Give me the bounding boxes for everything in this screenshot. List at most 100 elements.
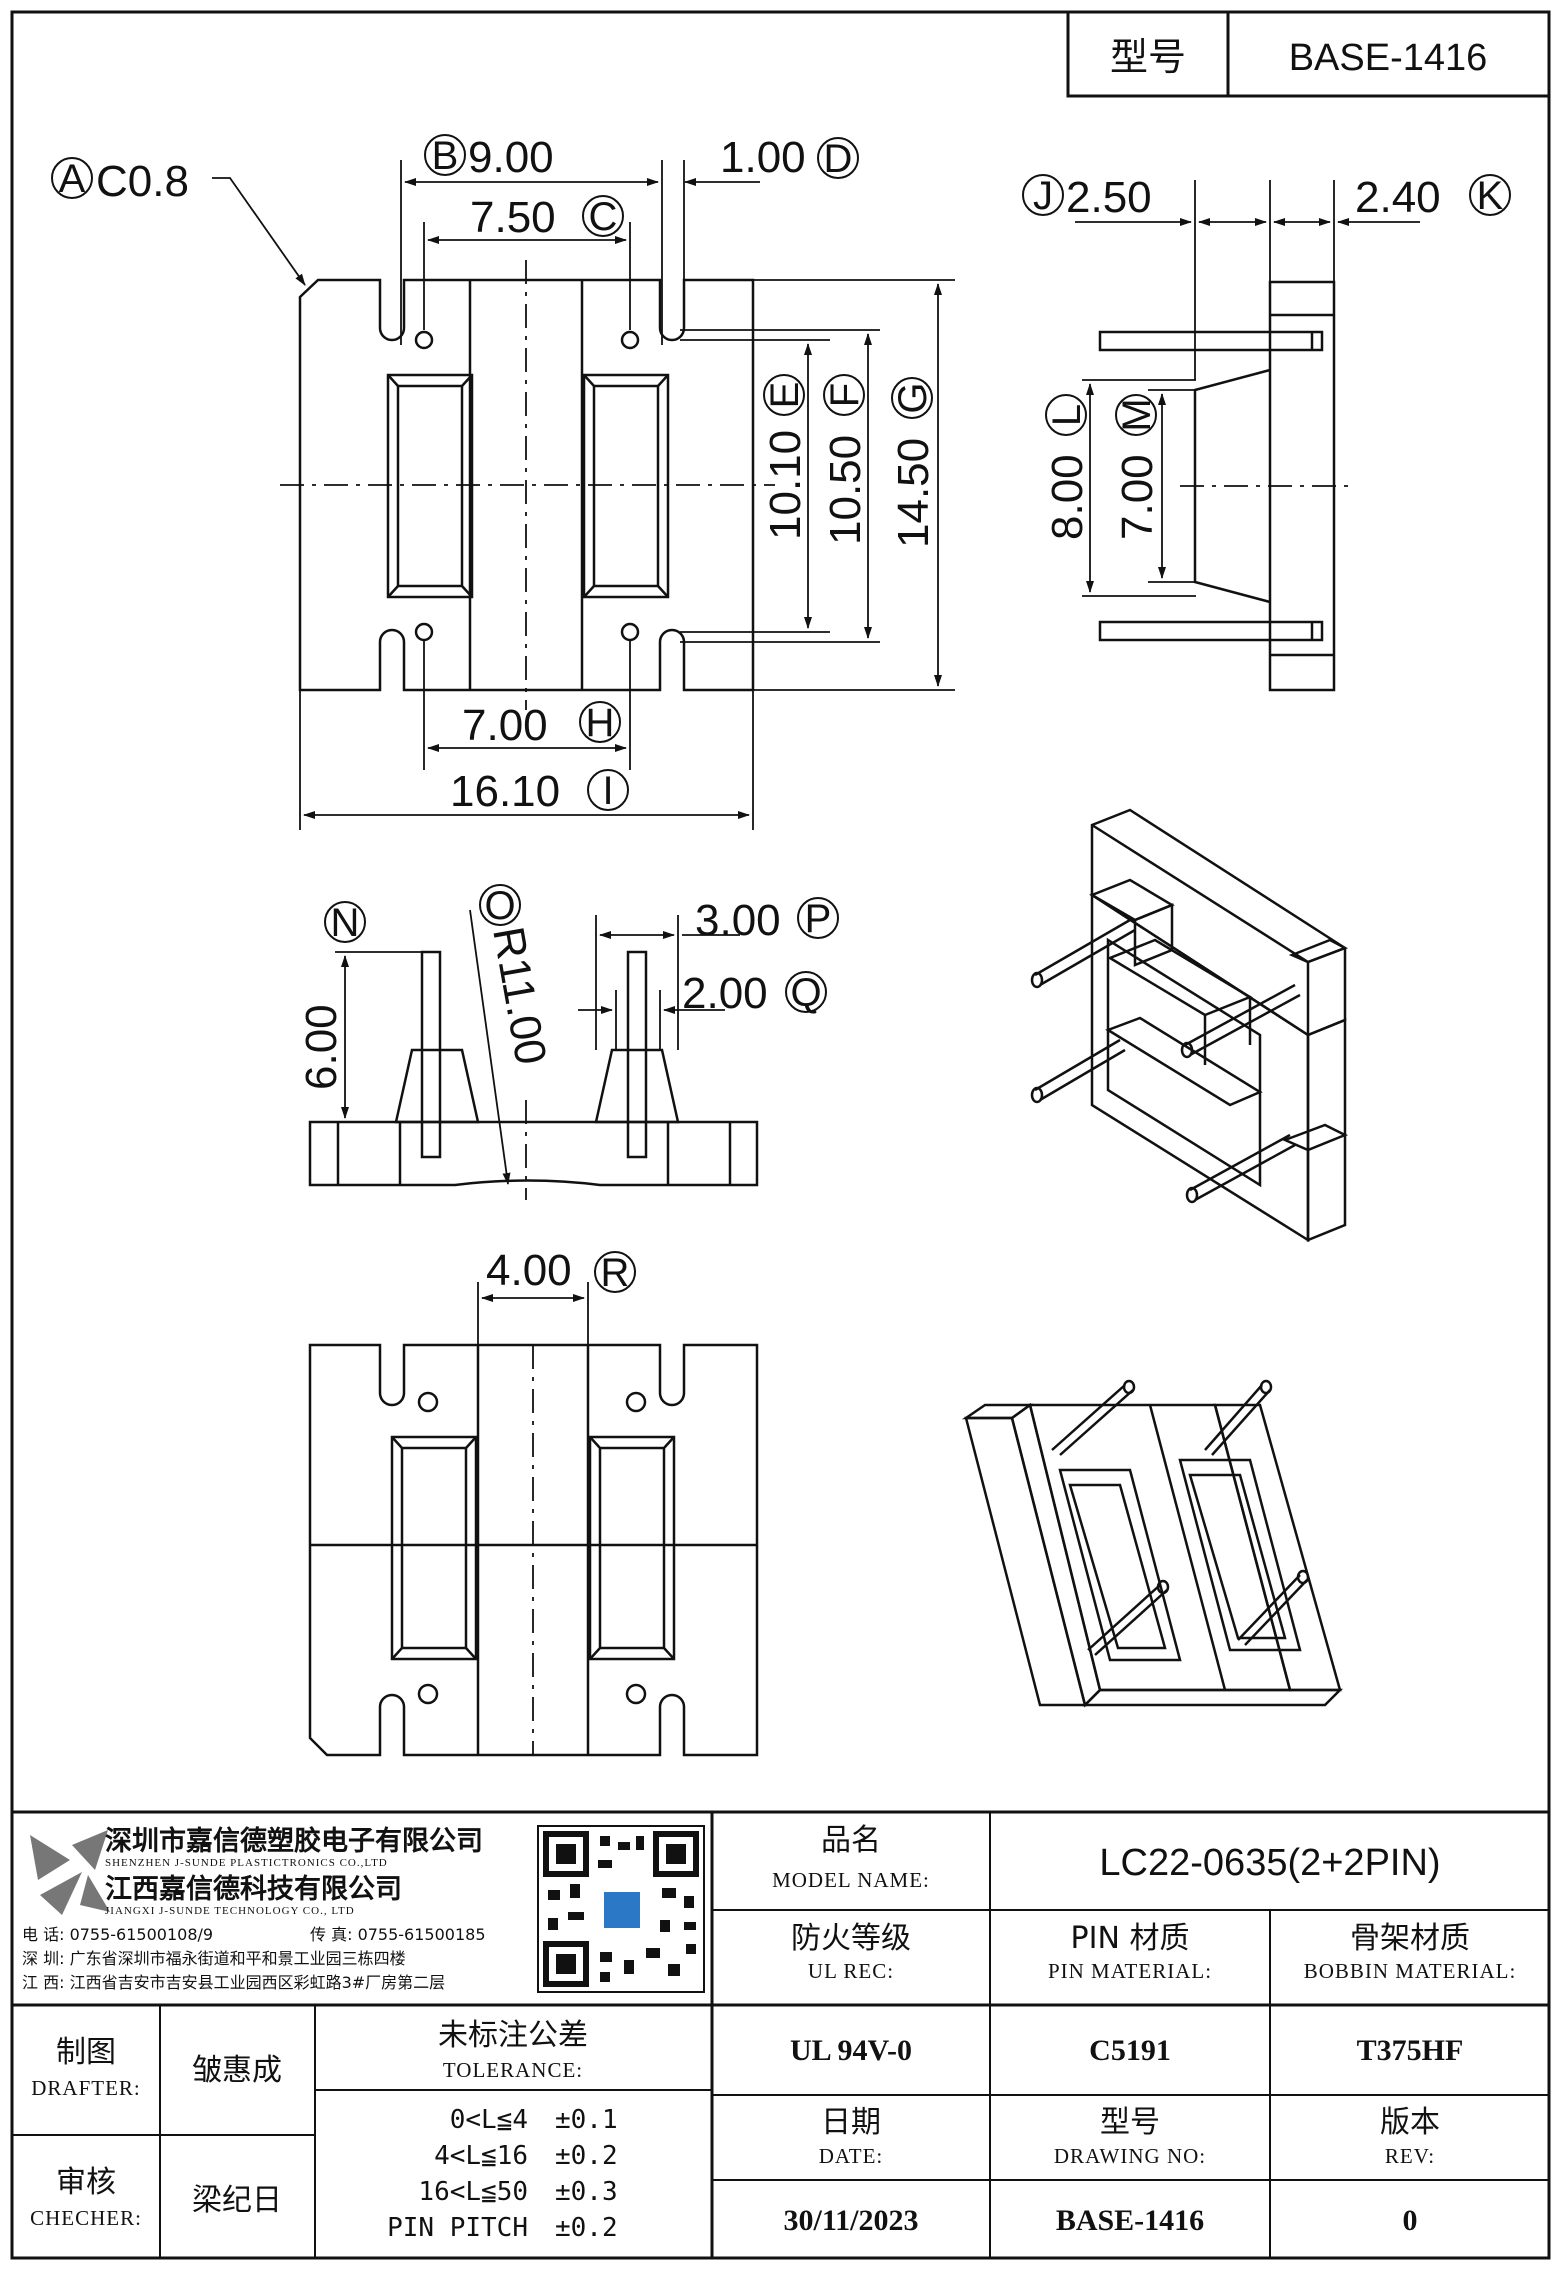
svg-text:7.50: 7.50 xyxy=(470,193,556,242)
company-name-sz: 深圳市嘉信德塑胶电子有限公司 xyxy=(105,1825,483,1857)
ul-label: 防火等级 xyxy=(791,1921,911,1956)
tolerance-range: 0<L≦4 xyxy=(450,2105,528,2135)
svg-text:C0.8: C0.8 xyxy=(96,157,189,206)
company-phone: 电 话: 0755-61500108/9 xyxy=(22,1925,213,1944)
model-name-value: LC22-0635(2+2PIN) xyxy=(1099,1842,1440,1884)
company-name-jx-en: JIANGXI J-SUNDE TECHNOLOGY CO., LTD xyxy=(105,1905,355,1917)
dim-c: 7.50 C xyxy=(470,193,624,242)
date-label: 日期 xyxy=(821,2105,881,2140)
svg-text:2.00: 2.00 xyxy=(682,969,768,1018)
svg-text:C: C xyxy=(589,195,618,239)
side-view-dimension-lines xyxy=(1075,180,1420,597)
svg-text:M: M xyxy=(1115,398,1159,431)
dim-e: 10.10 E xyxy=(761,374,810,540)
isometric-view-upper-pins xyxy=(1030,918,1301,1204)
ul-value: UL 94V-0 xyxy=(790,2034,912,2067)
svg-text:D: D xyxy=(824,137,853,181)
dim-p: 3.00 P xyxy=(695,896,839,945)
dim-g: 14.50 G xyxy=(889,377,938,548)
tolerance-label: 未标注公差 xyxy=(438,2018,588,2053)
tolerance-value: ±0.1 xyxy=(555,2105,618,2135)
svg-text:L: L xyxy=(1045,404,1089,426)
dim-b: B 9.00 xyxy=(424,133,554,182)
drafter-label: 制图 xyxy=(56,2035,116,2070)
pin-material-label-en: PIN MATERIAL: xyxy=(1048,1959,1212,1983)
svg-text:N: N xyxy=(331,901,360,945)
svg-text:2.50: 2.50 xyxy=(1066,173,1152,222)
company-fax: 传 真: 0755-61500185 xyxy=(310,1925,486,1944)
bottom-view-dimension-lines xyxy=(477,1282,589,1345)
tolerance-range: PIN PITCH xyxy=(387,2213,528,2243)
ul-label-en: UL REC: xyxy=(808,1959,894,1983)
svg-text:16.10: 16.10 xyxy=(450,767,560,816)
svg-text:H: H xyxy=(586,701,615,745)
drawing-no-value: BASE-1416 xyxy=(1056,2204,1204,2237)
svg-text:K: K xyxy=(1477,174,1504,218)
tolerance-value: ±0.2 xyxy=(555,2213,618,2243)
title-block xyxy=(10,1810,1551,2260)
svg-text:2.40: 2.40 xyxy=(1355,173,1441,222)
dimension-labels: A C0.8 B 9.00 7.50 C 1.00 D 10.10 E 10.5… xyxy=(51,133,1511,1295)
company-address-jx: 江 西: 江西省吉安市吉安县工业园西区彩虹路3#厂房第二层 xyxy=(22,1973,445,1992)
bobbin-material-label: 骨架材质 xyxy=(1350,1921,1470,1956)
tolerance-range: 16<L≦50 xyxy=(418,2177,528,2207)
checker-value: 梁纪日 xyxy=(192,2183,282,2218)
company-address-sz: 深 圳: 广东省深圳市福永街道和平和景工业园三栋四楼 xyxy=(22,1949,406,1968)
svg-text:Q: Q xyxy=(790,971,821,1015)
dim-o: O R11.00 xyxy=(479,884,555,1068)
model-name-label: 品名 xyxy=(821,1823,881,1858)
isometric-view-lower xyxy=(961,1402,1344,1708)
rev-label-en: REV: xyxy=(1385,2144,1435,2168)
bottom-view xyxy=(308,1343,759,1757)
drawing-no-label-en: DRAWING NO: xyxy=(1054,2144,1206,2168)
svg-text:I: I xyxy=(602,769,613,813)
rev-label: 版本 xyxy=(1380,2105,1440,2140)
svg-text:R: R xyxy=(601,1251,630,1295)
company-name-jx: 江西嘉信德科技有限公司 xyxy=(105,1874,402,1905)
dim-k: 2.40 K xyxy=(1355,173,1511,222)
svg-text:G: G xyxy=(891,382,935,413)
svg-text:10.50: 10.50 xyxy=(821,435,870,545)
company-block: 深圳市嘉信德塑胶电子有限公司 SHENZHEN J-SUNDE PLASTICT… xyxy=(22,1825,705,1993)
title-block-text: 品名 MODEL NAME: LC22-0635(2+2PIN) 防火等级 UL… xyxy=(30,1823,1517,2243)
svg-text:B: B xyxy=(432,134,459,178)
isometric-view-lower-pins xyxy=(1051,1379,1310,1656)
drafter-value: 皱惠成 xyxy=(192,2053,282,2088)
tolerance-range: 4<L≦16 xyxy=(434,2141,528,2171)
dim-r: 4.00 R xyxy=(486,1246,636,1295)
bobbin-material-label-en: BOBBIN MATERIAL: xyxy=(1304,1959,1517,1983)
svg-text:7.00: 7.00 xyxy=(462,701,548,750)
svg-text:7.00: 7.00 xyxy=(1113,454,1162,540)
svg-text:1.00: 1.00 xyxy=(720,133,806,182)
svg-text:F: F xyxy=(823,383,867,407)
svg-text:P: P xyxy=(805,897,832,941)
svg-text:8.00: 8.00 xyxy=(1043,454,1092,540)
dim-h: 7.00 H xyxy=(462,701,621,750)
svg-text:R11.00: R11.00 xyxy=(483,923,555,1068)
qr-code-icon xyxy=(537,1825,705,1993)
dim-a: A C0.8 xyxy=(51,157,189,206)
tolerance-value: ±0.2 xyxy=(555,2141,618,2171)
svg-text:9.00: 9.00 xyxy=(468,133,554,182)
svg-text:J: J xyxy=(1033,174,1053,218)
tolerance-label-en: TOLERANCE: xyxy=(443,2058,583,2082)
drafter-label-en: DRAFTER: xyxy=(31,2076,141,2100)
svg-text:6.00: 6.00 xyxy=(297,1004,346,1090)
header-model-box: 型号 BASE-1416 xyxy=(1066,10,1551,98)
bobbin-material-value: T375HF xyxy=(1357,2034,1464,2067)
svg-text:E: E xyxy=(763,382,807,409)
dim-l: 8.00 L xyxy=(1043,394,1092,540)
drawing-no-label: 型号 xyxy=(1100,2105,1160,2140)
date-value: 30/11/2023 xyxy=(783,2204,918,2237)
svg-text:4.00: 4.00 xyxy=(486,1246,572,1295)
top-view xyxy=(280,260,775,710)
date-label-en: DATE: xyxy=(819,2144,884,2168)
header-model-label: 型号 xyxy=(1110,37,1186,79)
top-view-dimension-lines xyxy=(212,160,955,830)
side-view xyxy=(1098,280,1350,692)
checker-label-en: CHECHER: xyxy=(30,2206,142,2230)
model-name-label-en: MODEL NAME: xyxy=(772,1868,930,1892)
isometric-view-upper xyxy=(1089,808,1349,1243)
svg-text:3.00: 3.00 xyxy=(695,896,781,945)
